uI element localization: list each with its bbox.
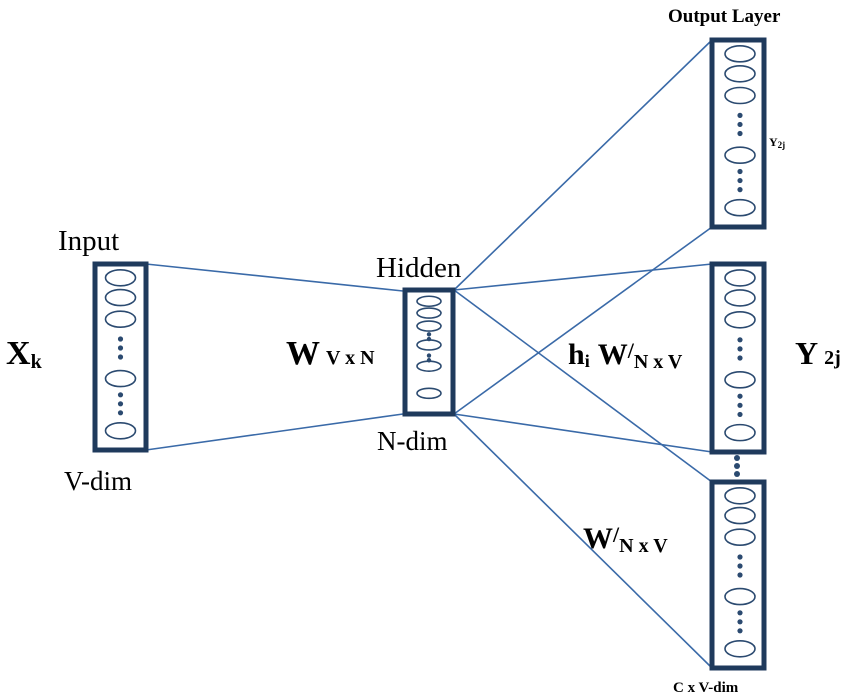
output-weight-label: W/N x V [583, 522, 668, 557]
input-node-3 [104, 369, 137, 388]
output-small-y-sub: 2j [778, 140, 786, 150]
output3-node-4 [724, 639, 756, 658]
output-gap-dot-1 [734, 463, 740, 469]
input-dot-1 [117, 345, 124, 351]
output2-node-4 [724, 423, 756, 442]
w-out-main: W [598, 338, 628, 371]
output2-dot-2 [737, 355, 743, 361]
connection-hidden-out1-bottom [453, 226, 713, 415]
connection-hidden-out3-top [453, 289, 713, 483]
output1-dot-4 [737, 177, 743, 184]
hidden-node-3 [416, 339, 442, 351]
output-big-y-label: Y 2j [795, 335, 841, 371]
output1-dot-2 [737, 130, 743, 137]
output3-node-1 [724, 506, 756, 525]
output-small-y-label: Y2j [769, 135, 785, 150]
connections [145, 39, 713, 669]
output1-node-1 [724, 64, 756, 83]
input-node-1 [104, 288, 137, 307]
connection-hidden-out1-top [453, 39, 713, 291]
hidden-dot-0 [426, 332, 432, 337]
input-dot-2 [117, 354, 124, 360]
input-weight-main: W [286, 335, 320, 372]
h-label-sub: i [585, 351, 590, 371]
hidden-dim-label: N-dim [377, 426, 448, 456]
hidden-node-4 [416, 360, 442, 372]
w-out2-main: W [583, 522, 613, 555]
neuron-nodes [104, 45, 756, 658]
output3-dot-5 [737, 628, 743, 634]
output1-node-0 [724, 45, 756, 63]
output3-node-0 [724, 486, 756, 505]
output1-dot-5 [737, 187, 743, 193]
connection-input-top [145, 263, 404, 292]
output3-node-3 [724, 587, 756, 606]
hidden-node-1 [416, 307, 442, 319]
hidden-title: Hidden [376, 252, 462, 284]
input-dim-label: V-dim [64, 466, 132, 496]
input-node-2 [104, 310, 137, 329]
output-big-y-main: Y [795, 335, 818, 371]
output2-dot-3 [737, 393, 743, 399]
input-dot-5 [117, 410, 124, 416]
w-out-sup: / [627, 338, 635, 363]
output3-dot-4 [737, 619, 743, 625]
w-out2-sub: N x V [619, 535, 668, 557]
output1-node-2 [724, 86, 756, 105]
input-title: Input [58, 225, 119, 257]
input-node-4 [104, 421, 137, 440]
output1-dot-3 [737, 168, 743, 175]
w-out2-sup: / [612, 522, 620, 547]
hidden-node-0 [416, 295, 442, 308]
output3-dot-3 [737, 610, 743, 616]
output-layer-box-2 [709, 261, 767, 455]
output1-node-4 [724, 198, 756, 217]
hidden-dot-2 [426, 353, 432, 358]
input-weight-sub: V x N [326, 347, 375, 369]
input-dot-0 [117, 336, 124, 342]
connection-hidden-out2-top [453, 263, 713, 291]
output2-dot-1 [737, 346, 743, 352]
output-big-y-sub: 2j [824, 347, 841, 369]
output3-dot-2 [737, 572, 743, 578]
output2-node-3 [724, 371, 756, 389]
output2-node-0 [724, 269, 756, 287]
hidden-node-5 [416, 387, 442, 400]
hidden-dot-1 [426, 336, 432, 342]
output2-dot-0 [737, 337, 743, 343]
input-variable: Xk [6, 335, 43, 373]
input-dot-3 [117, 392, 124, 398]
output3-dot-0 [737, 554, 743, 560]
connection-input-bottom [145, 413, 404, 451]
input-node-0 [104, 268, 137, 287]
output2-dot-4 [737, 402, 743, 408]
connection-hidden-out3-bottom [453, 413, 713, 669]
output2-node-1 [724, 289, 756, 307]
connection-hidden-out2-bottom [453, 413, 713, 453]
hidden-dot-3 [426, 358, 432, 363]
output-gap-dot-2 [734, 471, 740, 477]
input-variable-sub: k [31, 351, 43, 373]
output-small-y-main: Y [769, 135, 778, 149]
output2-dot-5 [737, 411, 743, 418]
output-gap-dot-0 [734, 455, 740, 461]
w-out-sub: N x V [634, 351, 683, 373]
output3-node-2 [724, 528, 756, 547]
input-dot-4 [117, 401, 124, 407]
output2-node-2 [724, 310, 756, 329]
input-variable-main: X [6, 335, 31, 372]
hidden-node-2 [416, 320, 442, 332]
output1-dot-1 [737, 121, 743, 128]
output1-dot-0 [737, 112, 743, 118]
output1-node-3 [724, 146, 756, 165]
output-title: Output Layer [668, 6, 781, 27]
output-dim-label: C x V-dim [673, 680, 739, 696]
h-label-main: h [568, 338, 585, 371]
output3-dot-1 [737, 563, 743, 569]
